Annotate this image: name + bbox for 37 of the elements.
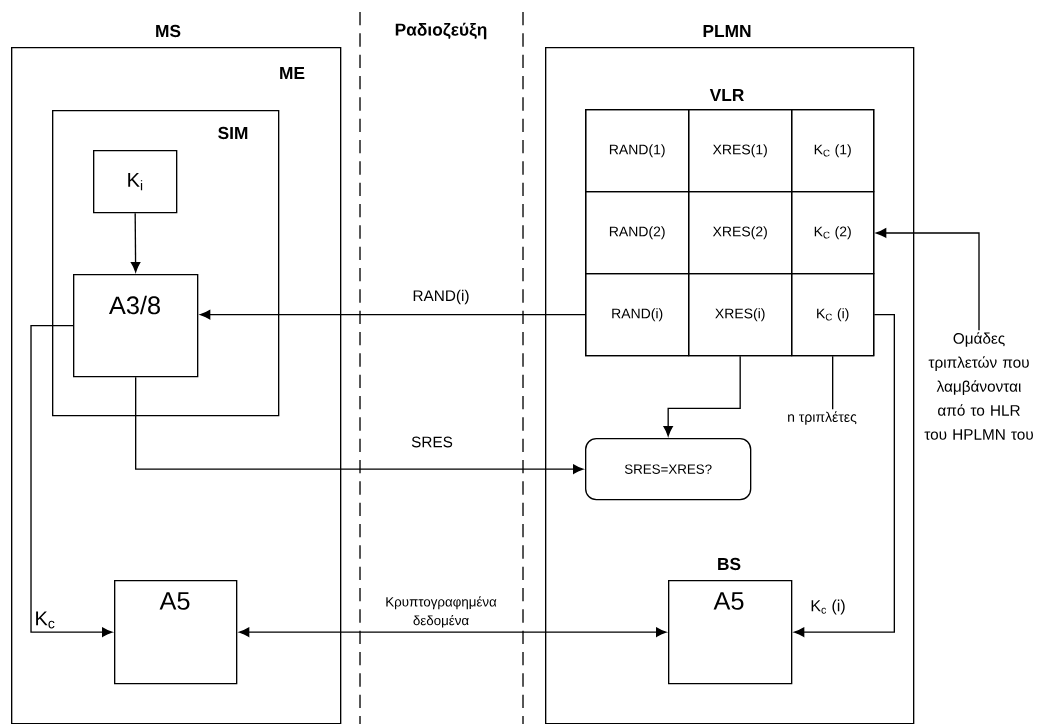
arrow: [130, 212, 141, 273]
table-cell: XRES(2): [688, 191, 793, 275]
table-cell: RAND(1): [585, 109, 690, 193]
box-heading: BS: [718, 557, 741, 571]
table-cell: RAND(i): [585, 273, 690, 357]
arrow: [239, 627, 667, 637]
box-heading: ME: [280, 67, 305, 79]
annotation-text: Ομάδες τριπλετών που λαμβάνονται από το HLR του HPLMN του: [924, 332, 1033, 440]
box-heading: VLR: [709, 89, 744, 101]
box-heading: MS: [156, 24, 181, 38]
column-heading: Ραδιοζεύξη: [395, 22, 487, 40]
comparison-box: SRES=XRES?: [585, 438, 752, 501]
box-text: A5: [159, 592, 190, 610]
arrow: [200, 309, 586, 320]
arrow: [663, 355, 741, 437]
box-text: A5: [713, 592, 744, 610]
edge-label: RAND(i): [411, 288, 471, 306]
arrow: [30, 325, 113, 637]
annotation-text: n τριπλέτες: [788, 411, 857, 425]
box-heading: SIM: [218, 126, 248, 140]
arrow: [876, 228, 980, 331]
edge-label: SRES: [409, 435, 455, 449]
leader-line: [832, 355, 834, 410]
table-cell: RAND(2): [585, 191, 690, 275]
table-cell: K$_{C}$ (1): [791, 109, 875, 193]
key-box: K$_{i}$: [93, 150, 178, 214]
table-cell: XRES(i): [688, 273, 793, 357]
edge-label: Κρυπτογραφημένα δεδομένα: [382, 595, 500, 629]
edge-label: K$_{c}$: [33, 610, 57, 630]
arrow: [135, 376, 584, 474]
table-cell: XRES(1): [688, 109, 793, 193]
table-cell: K$_{C}$ (i): [791, 273, 875, 357]
arrow: [794, 314, 895, 637]
table-cell: K$_{C}$ (2): [791, 191, 875, 275]
box-heading: PLMN: [703, 25, 751, 37]
box-text: A3/8: [109, 295, 160, 315]
edge-label: K$_{c}$ (i): [809, 598, 847, 616]
